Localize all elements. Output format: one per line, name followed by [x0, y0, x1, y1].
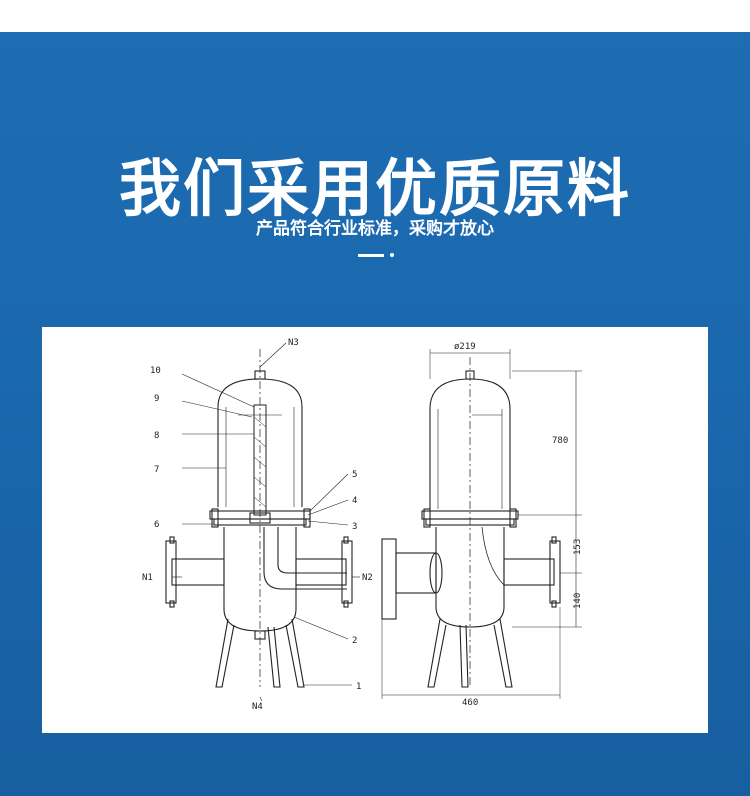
dimension-780: 780: [552, 436, 568, 446]
nozzle-label-n2: N2: [362, 573, 373, 583]
filter-technical-drawing: 10 9 8 7 6 5 4 3 2 1 N1 N2 N3 N4: [142, 338, 583, 712]
dimension-460: 460: [462, 698, 478, 708]
side-view: [381, 349, 582, 699]
part-label-7: 7: [154, 465, 159, 475]
diameter-label: ø219: [454, 342, 476, 352]
nozzle-label-n1: N1: [142, 573, 153, 583]
technical-drawing-card: 10 9 8 7 6 5 4 3 2 1 N1 N2 N3 N4: [42, 327, 708, 733]
front-view: [165, 342, 360, 702]
nozzle-label-n4: N4: [252, 702, 263, 712]
part-label-10: 10: [150, 366, 161, 376]
divider-dot: [390, 253, 394, 257]
dimension-153: 153: [573, 539, 583, 555]
part-label-3: 3: [352, 522, 357, 532]
part-label-6: 6: [154, 520, 159, 530]
part-label-4: 4: [352, 496, 357, 506]
part-label-9: 9: [154, 394, 159, 404]
part-label-2: 2: [352, 636, 357, 646]
page-title: 我们采用优质原料: [118, 152, 631, 225]
part-label-8: 8: [154, 431, 159, 441]
dimension-140: 140: [573, 593, 583, 609]
part-label-5: 5: [352, 470, 357, 480]
page-subtitle: 产品符合行业标准，采购才放心: [256, 219, 494, 239]
nozzle-label-n3: N3: [288, 338, 299, 348]
divider-dash: [358, 254, 384, 257]
part-label-1: 1: [356, 682, 361, 692]
